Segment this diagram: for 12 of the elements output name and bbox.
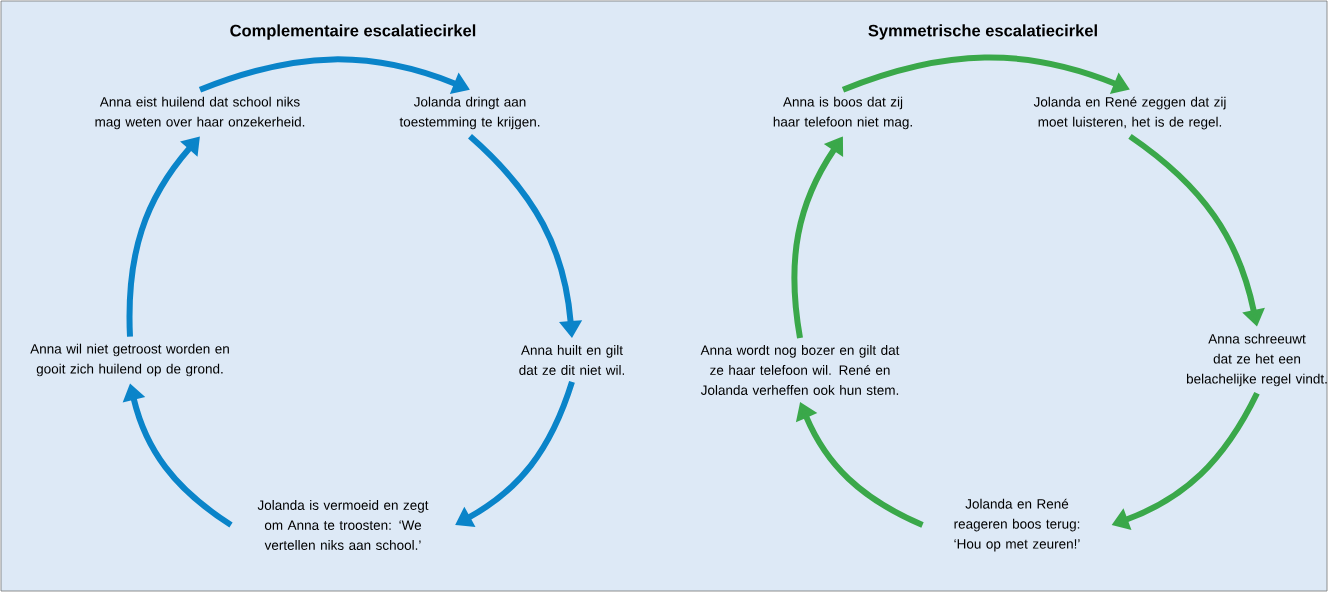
step-text: Anna schreeuwt dat ze het een belachelijke regel vindt.	[1186, 333, 1327, 387]
step-text: Jolanda is vermoeid en zegt om Anna te troosten: ‘We vertellen niks aan school.’	[257, 500, 429, 550]
step-text: Anna huilt en gilt dat ze dit niet wil.	[519, 345, 625, 375]
step-text: Jolanda en René zeggen dat zij moet luisteren, het is de regel.	[1033, 96, 1226, 130]
step-text: Anna wordt nog bozer en gilt dat ze haar telefoon wil. René en Jolanda verheffen ook hun stem.	[700, 345, 900, 395]
heading: Complementaire escalatiecirkel	[230, 24, 476, 40]
step-text: Anna is boos dat zij haar telefoon niet mag.	[773, 96, 912, 130]
step-text: Anna wil niet getroost worden en gooit zich huilend op de grond.	[30, 343, 229, 377]
heading: Symmetrische escalatiecirkel	[868, 24, 1097, 40]
step-text: Jolanda en René reageren boos terug: ‘Hou op met zeuren!’	[954, 498, 1080, 552]
step-text: Anna eist huilend dat school niks mag weten over haar onzekerheid.	[95, 96, 305, 130]
step-text: Jolanda dringt aan toestemming te krijgen.	[399, 96, 540, 130]
